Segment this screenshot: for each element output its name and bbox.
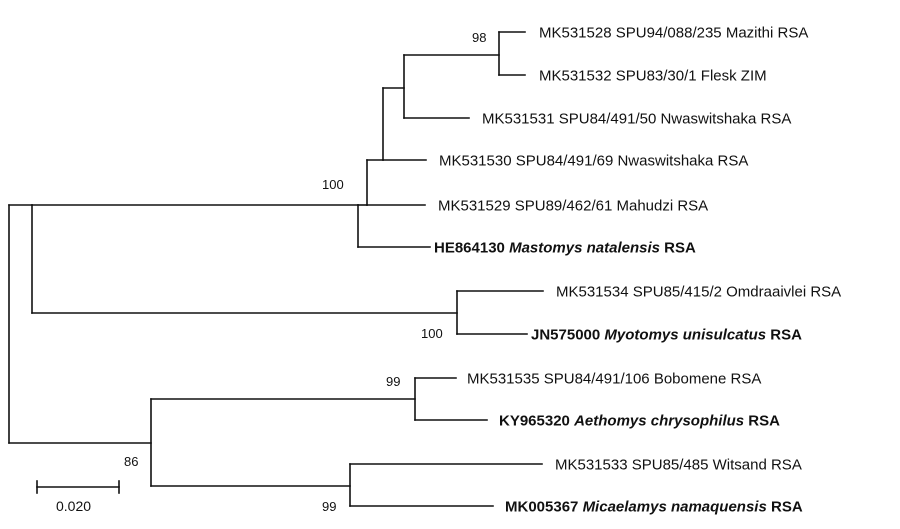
taxon-label-mk531532: MK531532 SPU83/30/1 Flesk ZIM <box>539 68 767 85</box>
bootstrap-southern-clade: 86 <box>124 454 138 469</box>
bootstrap-myotomys-clade: 100 <box>421 326 443 341</box>
bootstrap-aethomys-clade: 99 <box>386 374 400 389</box>
bootstrap-micaelamys-clade: 99 <box>322 499 336 514</box>
taxon-label-mk531533: MK531533 SPU85/485 Witsand RSA <box>555 457 802 474</box>
taxon-label-mk531529: MK531529 SPU89/462/61 Mahudzi RSA <box>438 198 708 215</box>
taxon-labels: MK531528 SPU94/088/235 Mazithi RSA MK531… <box>434 25 841 516</box>
bootstrap-mastomys-clade: 100 <box>322 177 344 192</box>
bootstrap-mazithi-flesk: 98 <box>472 30 486 45</box>
taxon-label-he864130: HE864130 Mastomys natalensis RSA <box>434 240 696 257</box>
taxon-label-mk531528: MK531528 SPU94/088/235 Mazithi RSA <box>539 25 808 42</box>
tree-branches <box>8 31 544 507</box>
taxon-label-mk531530: MK531530 SPU84/491/69 Nwaswitshaka RSA <box>439 153 748 170</box>
taxon-label-jn575000: JN575000 Myotomys unisulcatus RSA <box>531 327 802 344</box>
taxon-label-ky965320: KY965320 Aethomys chrysophilus RSA <box>499 413 780 430</box>
taxon-label-mk531534: MK531534 SPU85/415/2 Omdraaivlei RSA <box>556 284 841 301</box>
scale-bar-label: 0.020 <box>56 498 91 514</box>
taxon-label-mk531535: MK531535 SPU84/491/106 Bobomene RSA <box>467 371 761 388</box>
scale-bar: 0.020 <box>36 480 120 514</box>
taxon-label-mk531531: MK531531 SPU84/491/50 Nwaswitshaka RSA <box>482 111 791 128</box>
bootstrap-values: 98 100 100 99 86 99 <box>124 30 486 514</box>
taxon-label-mk005367: MK005367 Micaelamys namaquensis RSA <box>505 499 803 516</box>
